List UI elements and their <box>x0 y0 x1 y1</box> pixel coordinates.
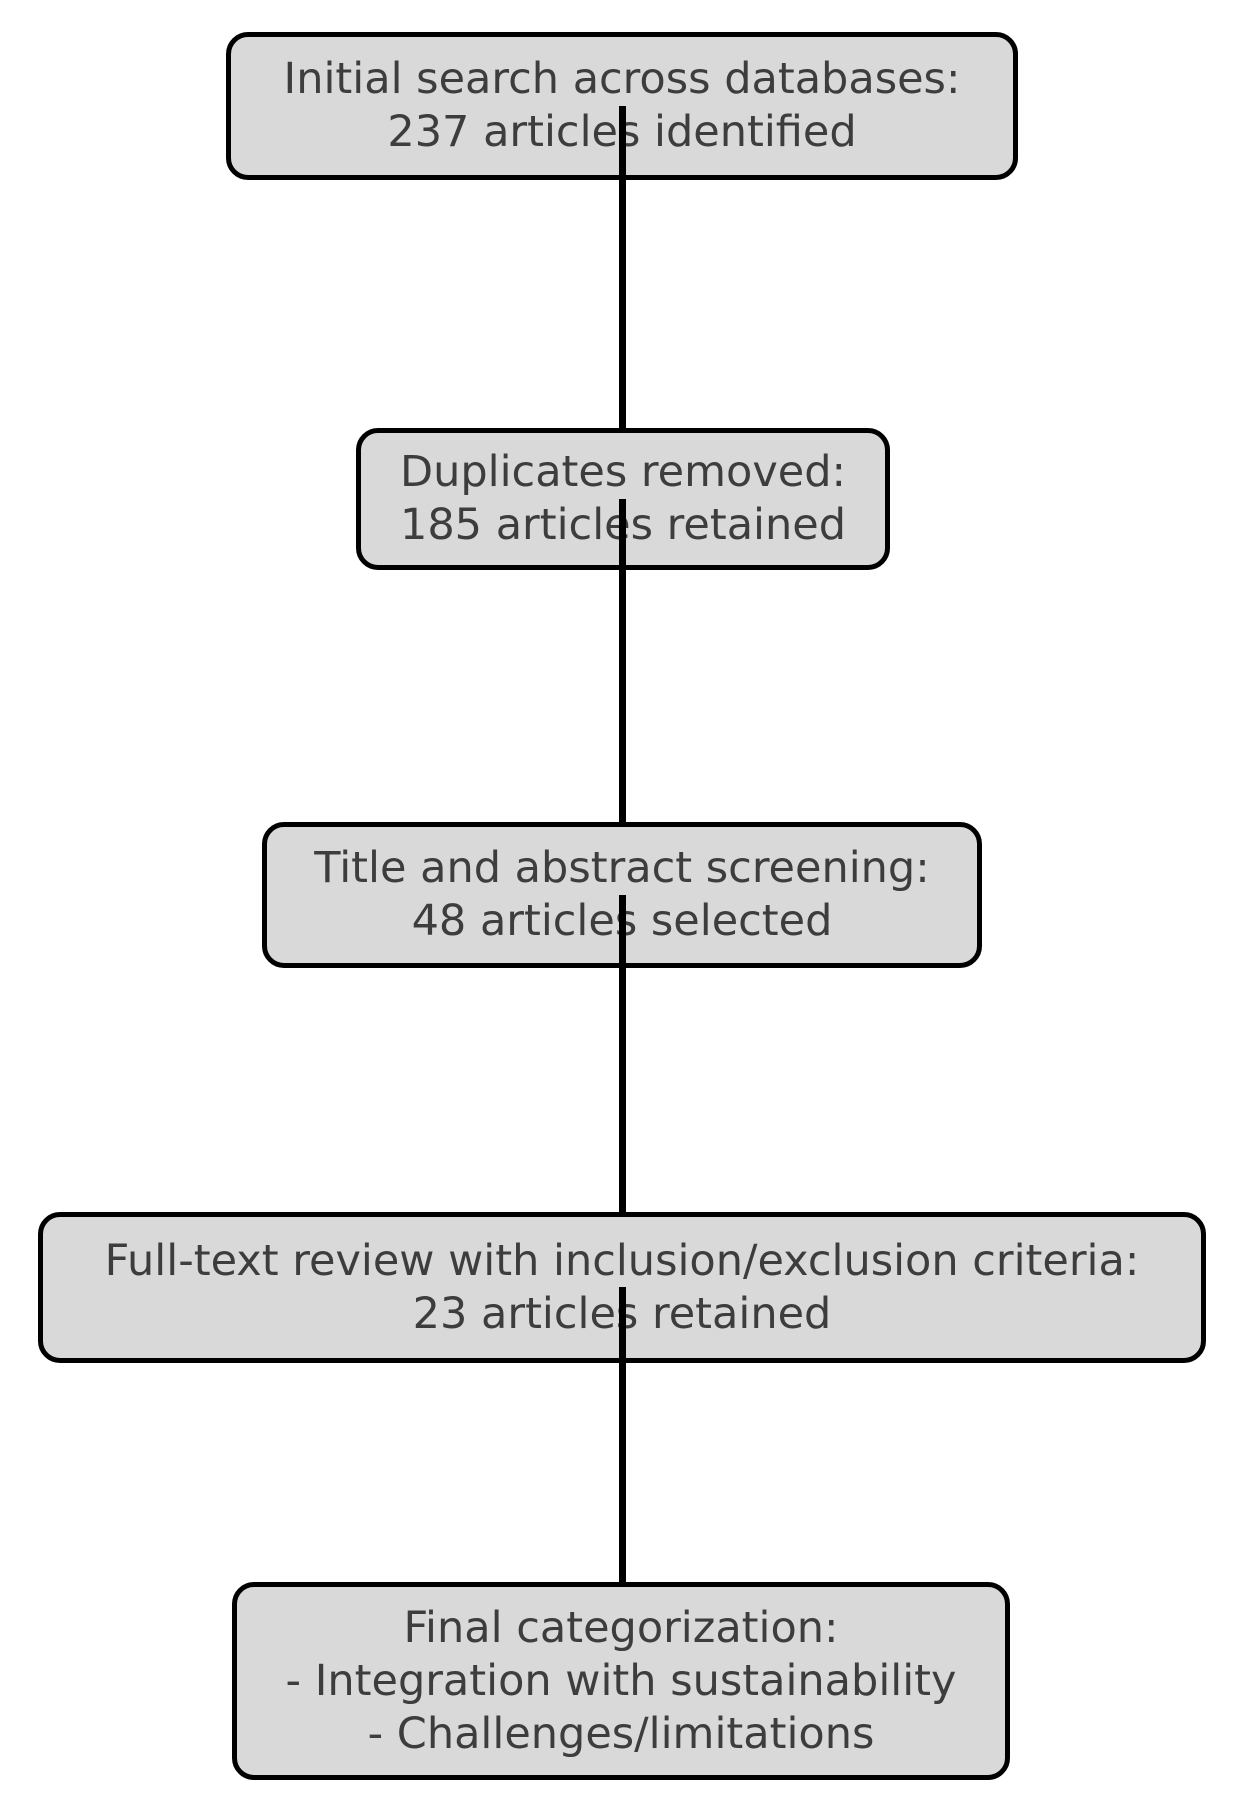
node-text-line: Final categorization: <box>403 1602 839 1653</box>
connector-line-2 <box>619 499 626 824</box>
node-text-line: - Challenges/limitations <box>367 1708 875 1759</box>
node-text-line: Full-text review with inclusion/exclusio… <box>104 1235 1140 1286</box>
node-text-line: Initial search across databases: <box>283 54 961 104</box>
node-final-categorization: Final categorization: - Integration with… <box>232 1582 1010 1780</box>
node-text-line: - Integration with sustainability <box>285 1655 957 1706</box>
node-text-line: Title and abstract screening: <box>314 843 930 893</box>
connector-line-1 <box>619 106 626 430</box>
connector-line-4 <box>619 1287 626 1584</box>
connector-line-3 <box>619 895 626 1214</box>
node-text-line: Duplicates removed: <box>400 447 846 497</box>
